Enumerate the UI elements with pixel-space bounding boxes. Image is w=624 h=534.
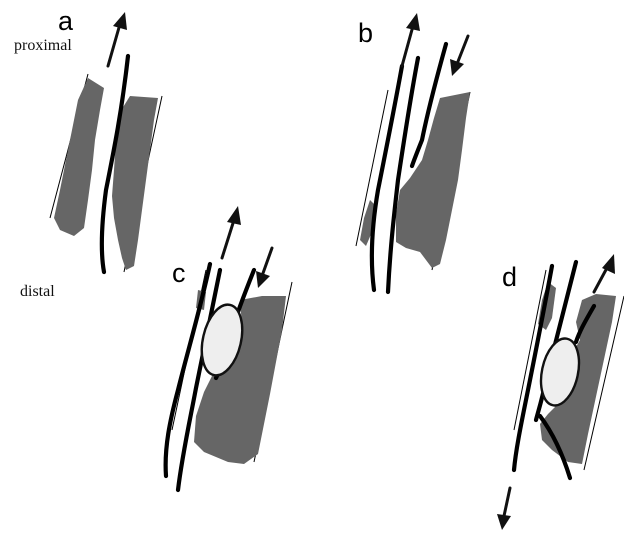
arrow-distal-d <box>497 488 511 530</box>
panel-c: c <box>166 206 292 490</box>
arrow-distal-b <box>450 36 468 76</box>
proximal-label: proximal <box>14 37 72 54</box>
distal-label: distal <box>20 283 55 300</box>
arrow-distal-c <box>256 248 272 288</box>
panel-letter-c: c <box>172 258 186 288</box>
thrombus-left <box>54 78 104 236</box>
panel-d: d <box>497 254 624 530</box>
panel-b: b <box>356 13 470 292</box>
panel-letter-a: a <box>58 6 74 36</box>
arrow-proximal-a <box>108 12 127 66</box>
arrow-proximal-c <box>222 206 241 258</box>
panel-letter-d: d <box>502 262 517 292</box>
arrow-proximal-d <box>594 254 615 292</box>
panel-letter-b: b <box>358 18 373 48</box>
